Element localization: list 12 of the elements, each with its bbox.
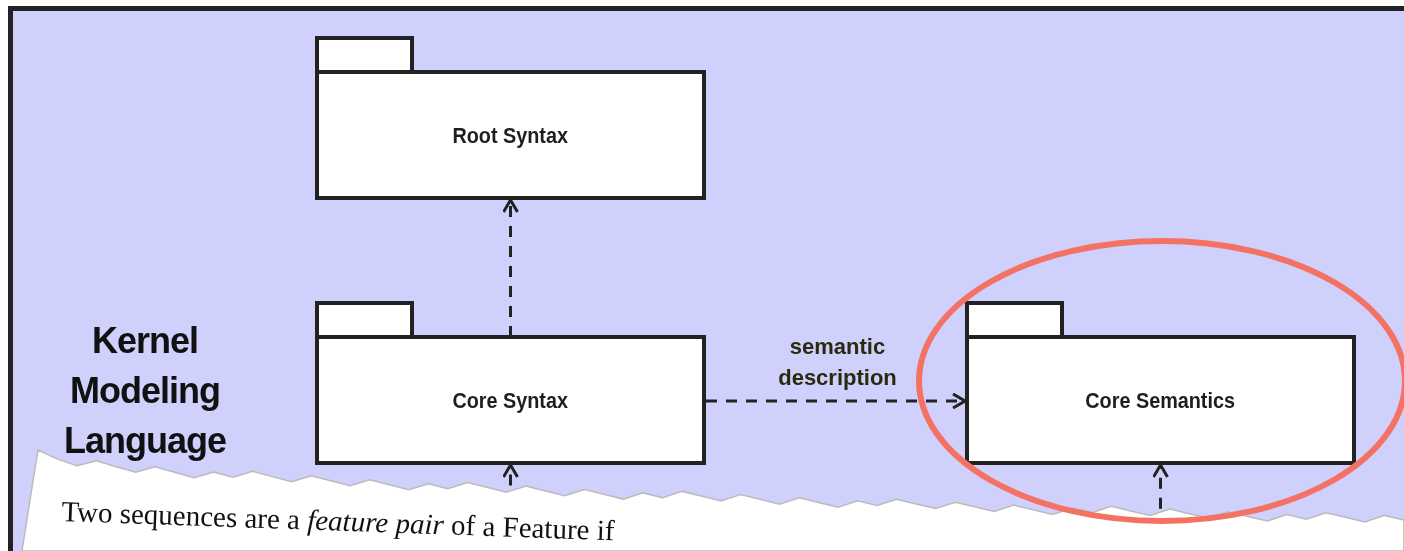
package-box (315, 36, 706, 200)
package-title: Core Semantics (1085, 388, 1236, 414)
package-title: Root Syntax (452, 123, 569, 149)
paper-text: Two sequences are a feature pair of a Feature if (60, 496, 615, 546)
dependency-arrow (1152, 463, 1169, 509)
package-title: Core Syntax (452, 388, 569, 414)
dependency-arrow (502, 463, 519, 486)
diagram-title: Kernel Modeling Language (63, 319, 227, 463)
package-box (315, 301, 706, 465)
dependency-arrow (502, 198, 519, 337)
package-box (965, 301, 1356, 465)
dependency-arrow (706, 392, 967, 410)
